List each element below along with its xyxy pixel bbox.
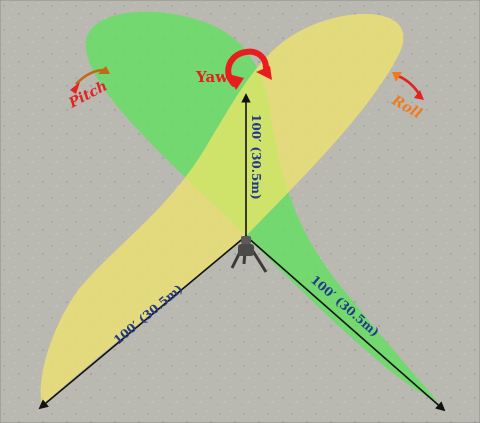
roll-curved-double-arrow-icon [392, 72, 424, 100]
left-range-line [38, 235, 247, 410]
tripod-sensor-icon [230, 236, 268, 273]
yaw-label: Yaw [195, 68, 229, 86]
vertical-range-label: 100′ (30.5m) [249, 114, 263, 200]
yellow-coverage-plane [40, 13, 404, 405]
yaw-rotate-arrow-icon [225, 48, 272, 90]
right-range-line [245, 235, 446, 412]
pitch-curved-double-arrow-icon [70, 66, 110, 94]
